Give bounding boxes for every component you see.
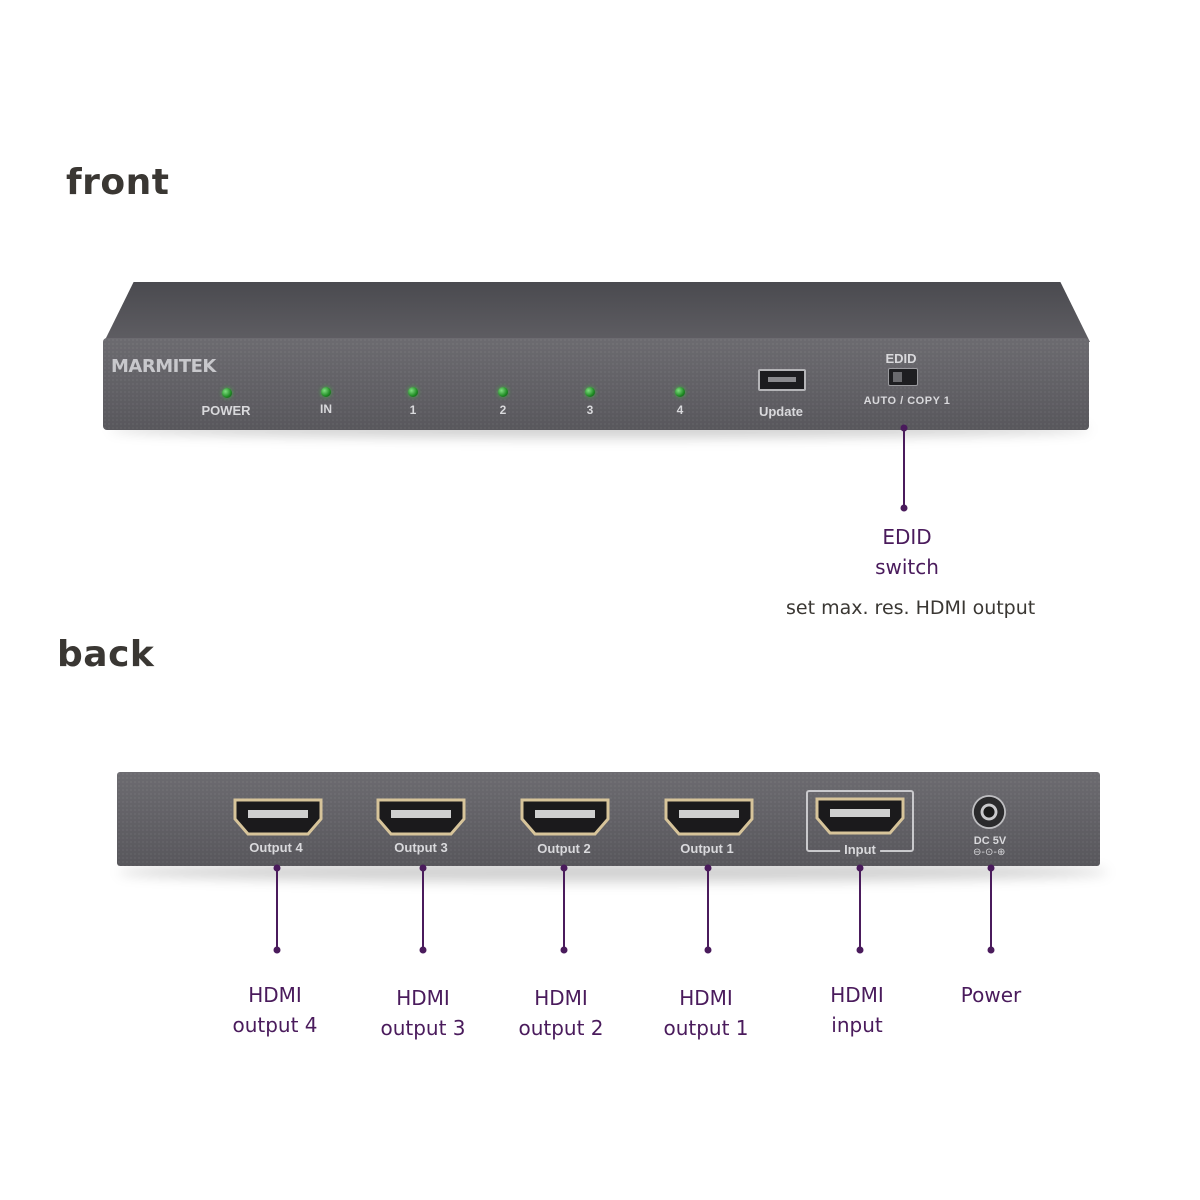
front-device: MARMITEK (103, 338, 1089, 430)
out1-leader-line (707, 868, 709, 950)
hdmi-port-input (815, 797, 905, 835)
out2-callout: HDMI output 2 (518, 983, 603, 1043)
input-leader-dot-top (856, 864, 864, 872)
power-leader-dot-bottom (987, 946, 995, 954)
edid-leader-line (903, 428, 905, 508)
usb-update-port (758, 369, 806, 391)
out1-callout: HDMI output 1 (663, 983, 748, 1043)
hdmi-port-output-4 (233, 798, 323, 836)
out1-leader-dot-top (704, 864, 712, 872)
input-leader-dot-bottom (856, 946, 864, 954)
led-label-power: POWER (201, 403, 251, 418)
led-1 (408, 387, 418, 397)
edid-silk-label: EDID (885, 351, 917, 366)
out2-leader-line (563, 868, 565, 950)
dc-polarity-icon: ⊖-⊙-⊕ (973, 847, 1006, 858)
edid-switch-knob (893, 372, 902, 382)
out4-leader-line (276, 868, 278, 950)
power-leader-dot-top (987, 864, 995, 872)
out1-callout-line1: HDMI (679, 986, 733, 1010)
dc-power-jack (972, 795, 1006, 829)
usb-port-tongue (768, 377, 796, 382)
led-3 (585, 387, 595, 397)
out1-leader-dot-bottom (704, 946, 712, 954)
heading-front: front (66, 162, 170, 203)
port-label-output-1: Output 1 (680, 841, 734, 856)
input-callout-line1: HDMI (830, 983, 884, 1007)
out1-callout-line2: output 1 (663, 1016, 749, 1040)
edid-leader-dot-top (900, 424, 908, 432)
out4-leader-dot-bottom (273, 946, 281, 954)
front-device-top (104, 282, 1090, 342)
edid-callout-line1: EDID (882, 525, 932, 549)
edid-callout-line2: switch (875, 555, 939, 579)
input-callout: HDMI input (830, 980, 884, 1040)
port-label-output-3: Output 3 (394, 840, 448, 855)
hdmi-port-output-3 (376, 798, 466, 836)
edid-leader-dot-bottom (900, 504, 908, 512)
out4-callout-line2: output 4 (232, 1013, 318, 1037)
out3-callout-line1: HDMI (396, 986, 450, 1010)
hdmi-port-output-1 (664, 798, 754, 836)
out3-leader-dot-top (419, 864, 427, 872)
out2-leader-dot-top (560, 864, 568, 872)
led-label-1: 1 (409, 403, 417, 417)
power-callout: Power (961, 980, 1021, 1010)
out3-callout-line2: output 3 (380, 1016, 466, 1040)
out3-leader-dot-bottom (419, 946, 427, 954)
port-label-output-4: Output 4 (249, 840, 303, 855)
input-leader-line (859, 868, 861, 950)
out4-leader-dot-top (273, 864, 281, 872)
heading-back: back (57, 634, 155, 675)
power-leader-line (990, 868, 992, 950)
out2-callout-line1: HDMI (534, 986, 588, 1010)
port-label-input: Input (840, 842, 880, 857)
edid-switch (888, 368, 918, 386)
led-label-4: 4 (676, 403, 684, 417)
brand-logo: MARMITEK (111, 356, 216, 377)
update-label: Update (758, 404, 804, 419)
led-in (321, 387, 331, 397)
out4-callout: HDMI output 4 (232, 980, 317, 1040)
edid-note: set max. res. HDMI output (786, 597, 1036, 619)
port-label-output-2: Output 2 (537, 841, 591, 856)
led-power (222, 388, 232, 398)
input-callout-line2: input (831, 1013, 883, 1037)
led-label-2: 2 (499, 403, 507, 417)
out4-callout-line1: HDMI (248, 983, 302, 1007)
led-label-3: 3 (586, 403, 594, 417)
led-label-in: IN (320, 402, 332, 416)
led-2 (498, 387, 508, 397)
edid-callout-label: EDID switch (875, 522, 939, 582)
out2-callout-line2: output 2 (518, 1016, 604, 1040)
out3-callout: HDMI output 3 (380, 983, 465, 1043)
power-callout-line1: Power (960, 983, 1022, 1007)
edid-modes-label: AUTO / COPY 1 (863, 395, 951, 407)
dc-label: DC 5V (973, 835, 1007, 847)
hdmi-port-output-2 (520, 798, 610, 836)
out2-leader-dot-bottom (560, 946, 568, 954)
out3-leader-line (422, 868, 424, 950)
led-4 (675, 387, 685, 397)
